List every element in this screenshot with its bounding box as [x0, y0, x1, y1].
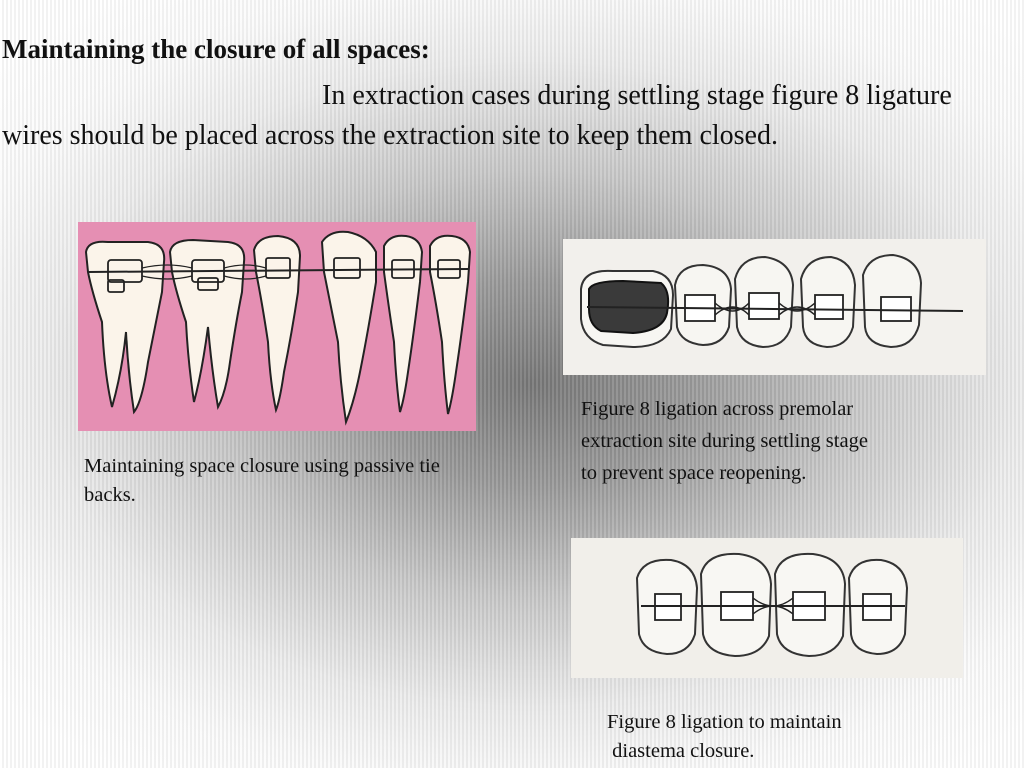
figure8-diastema-ligation-illustration — [571, 538, 963, 678]
body-paragraph: In extraction cases during settling stag… — [2, 76, 1002, 156]
caption-line: Figure 8 ligation across premolar — [581, 398, 854, 420]
caption-line: Figure 8 ligation to maintain — [607, 711, 842, 733]
caption-line: diastema closure. — [607, 740, 755, 762]
caption-line: extraction site during settling stage — [581, 430, 868, 452]
caption-figure8-premolar: Figure 8 ligation across premolar extrac… — [581, 393, 981, 489]
caption-line: to prevent space reopening. — [581, 462, 807, 484]
slide-heading: Maintaining the closure of all spaces: — [2, 34, 430, 64]
paragraph-text: In extraction cases during settling stag… — [2, 80, 952, 151]
passive-tieback-teeth-illustration — [78, 222, 476, 431]
figure8-premolar-ligation-illustration — [563, 239, 986, 375]
caption-figure8-diastema: Figure 8 ligation to maintain diastema c… — [607, 708, 937, 766]
caption-passive-tie-backs: Maintaining space closure using passive … — [84, 455, 440, 506]
